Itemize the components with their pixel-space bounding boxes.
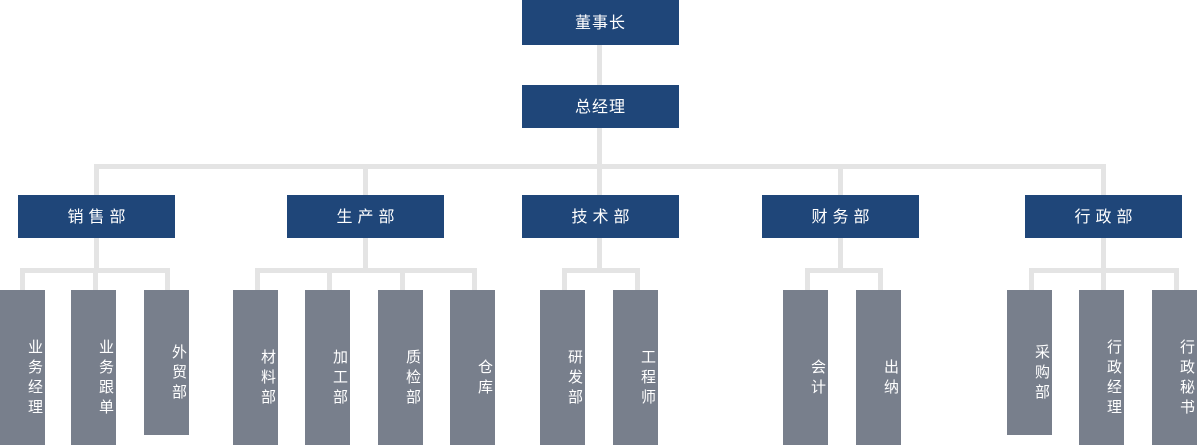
node-admin-child-purchasing-label: 采购部 — [1033, 343, 1051, 404]
node-department-sales-label: 销售部 — [67, 206, 131, 226]
node-production-child-materials[interactable]: 材料部 — [233, 290, 278, 445]
node-department-production[interactable]: 生产部 — [287, 195, 444, 238]
connector-admin-child-2 — [1101, 268, 1106, 292]
node-production-child-quality-label: 质检部 — [404, 348, 422, 409]
node-department-finance-label: 财务部 — [811, 206, 875, 226]
connector-chairman-to-gm — [597, 44, 602, 106]
connector-drop-technology — [597, 164, 602, 197]
node-finance-child-cashier-label: 出纳 — [882, 358, 900, 399]
connector-sales-down — [94, 238, 99, 270]
node-production-child-warehouse[interactable]: 仓库 — [450, 290, 495, 445]
node-technology-child-rd[interactable]: 研发部 — [540, 290, 585, 445]
connector-drop-sales — [94, 164, 99, 197]
connector-production-child-2 — [327, 268, 332, 292]
node-sales-child-business-manager-label: 业务经理 — [26, 338, 44, 419]
connector-production-bus — [255, 268, 477, 273]
node-department-sales[interactable]: 销售部 — [18, 195, 175, 238]
connector-production-down — [363, 238, 368, 270]
node-production-child-processing-label: 加工部 — [331, 348, 349, 409]
node-admin-child-purchasing[interactable]: 采购部 — [1007, 290, 1052, 435]
node-department-admin-label: 行政部 — [1074, 206, 1138, 226]
node-sales-child-business-manager[interactable]: 业务经理 — [0, 290, 45, 445]
node-department-admin[interactable]: 行政部 — [1025, 195, 1182, 238]
node-admin-child-admin-secretary-label: 行政秘书 — [1178, 338, 1196, 419]
connector-production-child-4 — [472, 268, 477, 292]
connector-technology-bus — [562, 268, 640, 273]
node-finance-child-cashier[interactable]: 出纳 — [856, 290, 901, 445]
node-chairman-label: 董事长 — [574, 12, 626, 32]
connector-sales-child-2 — [93, 268, 98, 292]
connector-gm-down — [597, 128, 602, 168]
connector-admin-child-3 — [1174, 268, 1179, 292]
node-technology-child-rd-label: 研发部 — [566, 348, 584, 409]
connector-finance-child-1 — [805, 268, 810, 292]
connector-finance-bus — [805, 268, 883, 273]
node-general-manager[interactable]: 总经理 — [522, 85, 679, 128]
node-production-child-materials-label: 材料部 — [259, 348, 277, 409]
connector-admin-child-1 — [1029, 268, 1034, 292]
connector-drop-admin — [1101, 164, 1106, 197]
node-department-technology[interactable]: 技术部 — [522, 195, 679, 238]
node-sales-child-business-followup[interactable]: 业务跟单 — [71, 290, 116, 445]
connector-admin-down — [1101, 238, 1106, 270]
node-technology-child-engineer-label: 工程师 — [639, 348, 657, 409]
connector-technology-child-2 — [635, 268, 640, 292]
node-general-manager-label: 总经理 — [574, 96, 626, 116]
node-department-technology-label: 技术部 — [571, 206, 635, 226]
node-admin-child-admin-secretary[interactable]: 行政秘书 — [1152, 290, 1197, 445]
node-technology-child-engineer[interactable]: 工程师 — [613, 290, 658, 445]
node-sales-child-business-followup-label: 业务跟单 — [97, 338, 115, 419]
node-department-finance[interactable]: 财务部 — [762, 195, 919, 238]
node-department-production-label: 生产部 — [336, 206, 400, 226]
connector-drop-production — [363, 164, 368, 197]
connector-sales-child-1 — [20, 268, 25, 292]
node-finance-child-accounting[interactable]: 会计 — [783, 290, 828, 445]
node-production-child-warehouse-label: 仓库 — [476, 358, 494, 399]
node-sales-child-foreign-trade-label: 外贸部 — [170, 343, 188, 404]
node-admin-child-admin-manager[interactable]: 行政经理 — [1079, 290, 1124, 445]
node-admin-child-admin-manager-label: 行政经理 — [1105, 338, 1123, 419]
connector-finance-child-2 — [878, 268, 883, 292]
node-chairman[interactable]: 董事长 — [522, 0, 679, 45]
connector-sales-child-3 — [165, 268, 170, 292]
connector-production-child-3 — [400, 268, 405, 292]
connector-technology-child-1 — [562, 268, 567, 292]
node-finance-child-accounting-label: 会计 — [809, 358, 827, 399]
node-sales-child-foreign-trade[interactable]: 外贸部 — [144, 290, 189, 435]
connector-finance-down — [838, 238, 843, 270]
connector-drop-finance — [838, 164, 843, 197]
connector-production-child-1 — [255, 268, 260, 292]
connector-technology-down — [597, 238, 602, 270]
node-production-child-quality[interactable]: 质检部 — [378, 290, 423, 445]
node-production-child-processing[interactable]: 加工部 — [305, 290, 350, 445]
